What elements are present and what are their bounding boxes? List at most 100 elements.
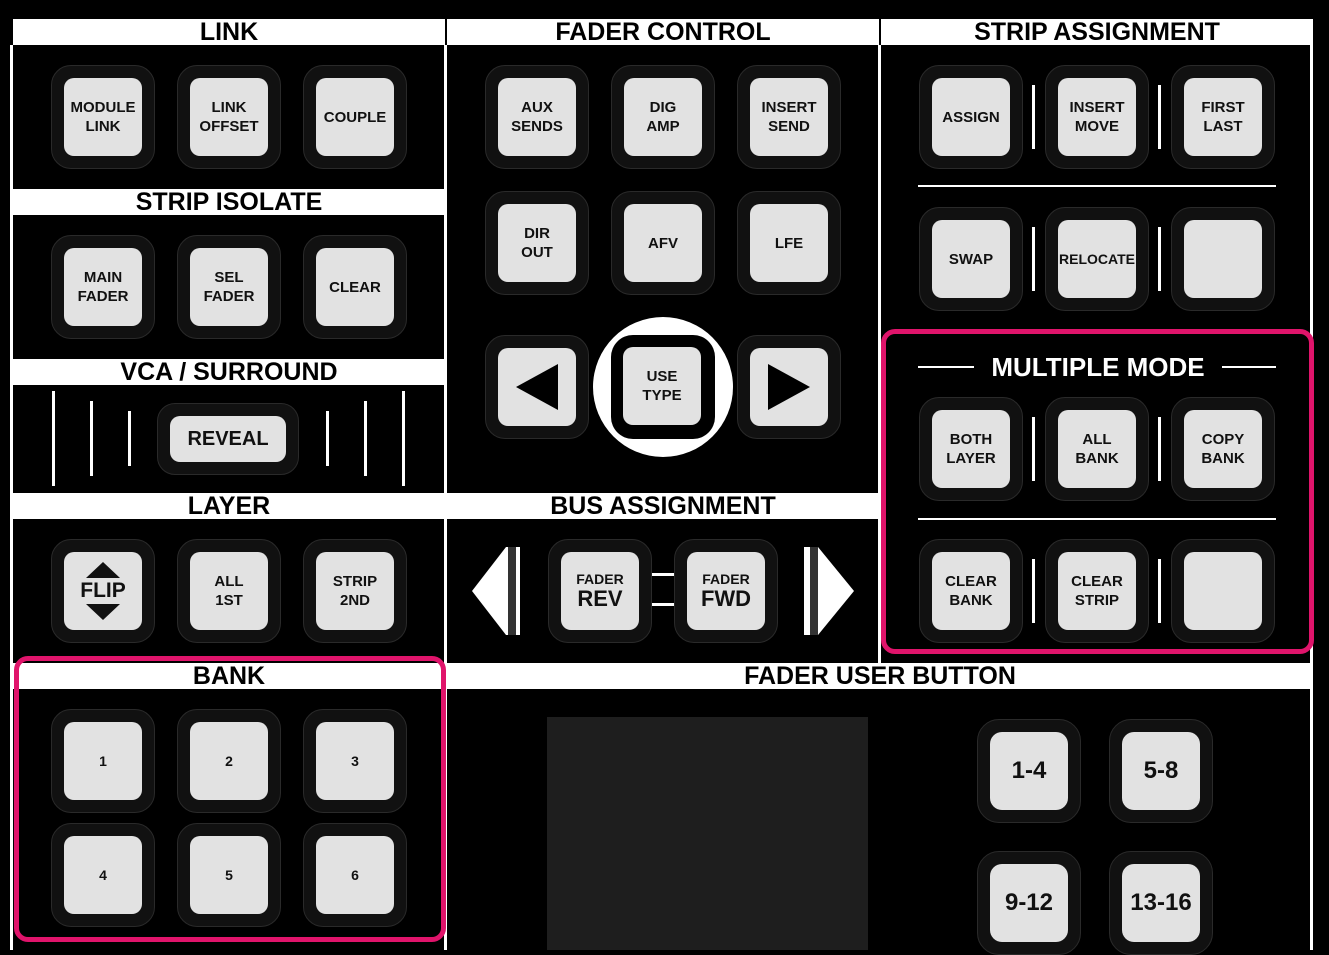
copy-bank-wrap: COPY BANK xyxy=(1171,397,1275,501)
insert-move-button[interactable]: INSERT MOVE xyxy=(1058,78,1136,156)
separator xyxy=(1032,417,1035,481)
assign-button[interactable]: ASSIGN xyxy=(932,78,1010,156)
multiple-mode-title: MULTIPLE MODE xyxy=(991,352,1205,382)
header-strip-isolate: STRIP ISOLATE xyxy=(13,189,445,215)
module-link-button[interactable]: MODULE LINK xyxy=(64,78,142,156)
bus-connector xyxy=(652,603,674,606)
sel-fader-button[interactable]: SEL FADER xyxy=(190,248,268,326)
link-offset-button[interactable]: LINK OFFSET xyxy=(190,78,268,156)
separator xyxy=(1158,417,1161,481)
user-5-8-wrap: 5-8 xyxy=(1109,719,1213,823)
header-link: LINK xyxy=(13,19,445,45)
user-5-8-button[interactable]: 5-8 xyxy=(1122,732,1200,810)
aux-sends-wrap: AUX SENDS xyxy=(485,65,589,169)
header-bank: BANK xyxy=(13,663,445,689)
dir-out-button[interactable]: DIR OUT xyxy=(498,204,576,282)
divider xyxy=(444,45,447,950)
fader-fwd-button[interactable]: FADER FWD xyxy=(687,552,765,630)
user-13-16-wrap: 13-16 xyxy=(1109,851,1213,955)
both-layer-wrap: BOTH LAYER xyxy=(919,397,1023,501)
bank-5-wrap: 5 xyxy=(177,823,281,927)
divider xyxy=(918,518,1276,520)
link-offset-wrap: LINK OFFSET xyxy=(177,65,281,169)
couple-wrap: COUPLE xyxy=(303,65,407,169)
triangle-right-icon xyxy=(768,364,810,410)
separator xyxy=(1158,559,1161,623)
header-bus-assignment: BUS ASSIGNMENT xyxy=(447,493,879,519)
relocate-button[interactable]: RELOCATE xyxy=(1058,220,1136,298)
bank-6-wrap: 6 xyxy=(303,823,407,927)
blank-mm-button[interactable] xyxy=(1184,552,1262,630)
divider xyxy=(1310,45,1313,950)
main-fader-button[interactable]: MAIN FADER xyxy=(64,248,142,326)
first-last-wrap: FIRST LAST xyxy=(1171,65,1275,169)
bus-connector xyxy=(652,573,674,576)
insert-send-button[interactable]: INSERT SEND xyxy=(750,78,828,156)
dig-amp-button[interactable]: DIG AMP xyxy=(624,78,702,156)
fader-fwd-wrap: FADER FWD xyxy=(674,539,778,643)
left-arrow-button[interactable] xyxy=(498,348,576,426)
bank-4-button[interactable]: 4 xyxy=(64,836,142,914)
divider xyxy=(878,45,881,663)
aux-sends-button[interactable]: AUX SENDS xyxy=(498,78,576,156)
top-bar xyxy=(0,0,1313,19)
clear-wrap: CLEAR xyxy=(303,235,407,339)
triangle-down-icon xyxy=(86,604,120,620)
bank-1-wrap: 1 xyxy=(51,709,155,813)
separator xyxy=(1158,227,1161,291)
bank-4-wrap: 4 xyxy=(51,823,155,927)
couple-button[interactable]: COUPLE xyxy=(316,78,394,156)
swap-wrap: SWAP xyxy=(919,207,1023,311)
bank-3-wrap: 3 xyxy=(303,709,407,813)
reveal-button[interactable]: REVEAL xyxy=(170,416,286,462)
fader-rev-button[interactable]: FADER REV xyxy=(561,552,639,630)
triangle-left-icon xyxy=(516,364,558,410)
multiple-mode-rule-left xyxy=(918,366,974,368)
flip-button[interactable]: FLIP xyxy=(64,552,142,630)
vca-bar xyxy=(326,411,329,466)
dig-amp-wrap: DIG AMP xyxy=(611,65,715,169)
fader-rev-top-label: FADER xyxy=(576,571,624,587)
first-last-button[interactable]: FIRST LAST xyxy=(1184,78,1262,156)
vca-bar xyxy=(52,391,55,486)
separator xyxy=(1032,559,1035,623)
strip-2nd-button[interactable]: STRIP 2ND xyxy=(316,552,394,630)
user-1-4-wrap: 1-4 xyxy=(977,719,1081,823)
bank-2-button[interactable]: 2 xyxy=(190,722,268,800)
clear-bank-button[interactable]: CLEAR BANK xyxy=(932,552,1010,630)
both-layer-button[interactable]: BOTH LAYER xyxy=(932,410,1010,488)
lfe-wrap: LFE xyxy=(737,191,841,295)
blank-button[interactable] xyxy=(1184,220,1262,298)
flip-label: FLIP xyxy=(80,579,126,602)
divider xyxy=(918,185,1276,187)
right-arrow-wrap xyxy=(737,335,841,439)
lfe-button[interactable]: LFE xyxy=(750,204,828,282)
bank-1-button[interactable]: 1 xyxy=(64,722,142,800)
afv-button[interactable]: AFV xyxy=(624,204,702,282)
header-fader-user-button: FADER USER BUTTON xyxy=(447,663,1313,689)
swap-button[interactable]: SWAP xyxy=(932,220,1010,298)
copy-bank-button[interactable]: COPY BANK xyxy=(1184,410,1262,488)
clear-bank-wrap: CLEAR BANK xyxy=(919,539,1023,643)
clear-button[interactable]: CLEAR xyxy=(316,248,394,326)
all-1st-wrap: ALL 1ST xyxy=(177,539,281,643)
vca-bar xyxy=(128,411,131,466)
user-1-4-button[interactable]: 1-4 xyxy=(990,732,1068,810)
flip-wrap: FLIP xyxy=(51,539,155,643)
header-strip-assignment: STRIP ASSIGNMENT xyxy=(881,19,1313,45)
module-link-wrap: MODULE LINK xyxy=(51,65,155,169)
bank-6-button[interactable]: 6 xyxy=(316,836,394,914)
fader-rev-wrap: FADER REV xyxy=(548,539,652,643)
use-type-button[interactable]: USE TYPE xyxy=(623,347,701,425)
right-arrow-button[interactable] xyxy=(750,348,828,426)
all-1st-button[interactable]: ALL 1ST xyxy=(190,552,268,630)
bank-5-button[interactable]: 5 xyxy=(190,836,268,914)
user-13-16-button[interactable]: 13-16 xyxy=(1122,864,1200,942)
user-9-12-button[interactable]: 9-12 xyxy=(990,864,1068,942)
dir-out-wrap: DIR OUT xyxy=(485,191,589,295)
all-bank-button[interactable]: ALL BANK xyxy=(1058,410,1136,488)
main-fader-wrap: MAIN FADER xyxy=(51,235,155,339)
header-vca-surround: VCA / SURROUND xyxy=(13,359,445,385)
clear-strip-button[interactable]: CLEAR STRIP xyxy=(1058,552,1136,630)
bank-3-button[interactable]: 3 xyxy=(316,722,394,800)
